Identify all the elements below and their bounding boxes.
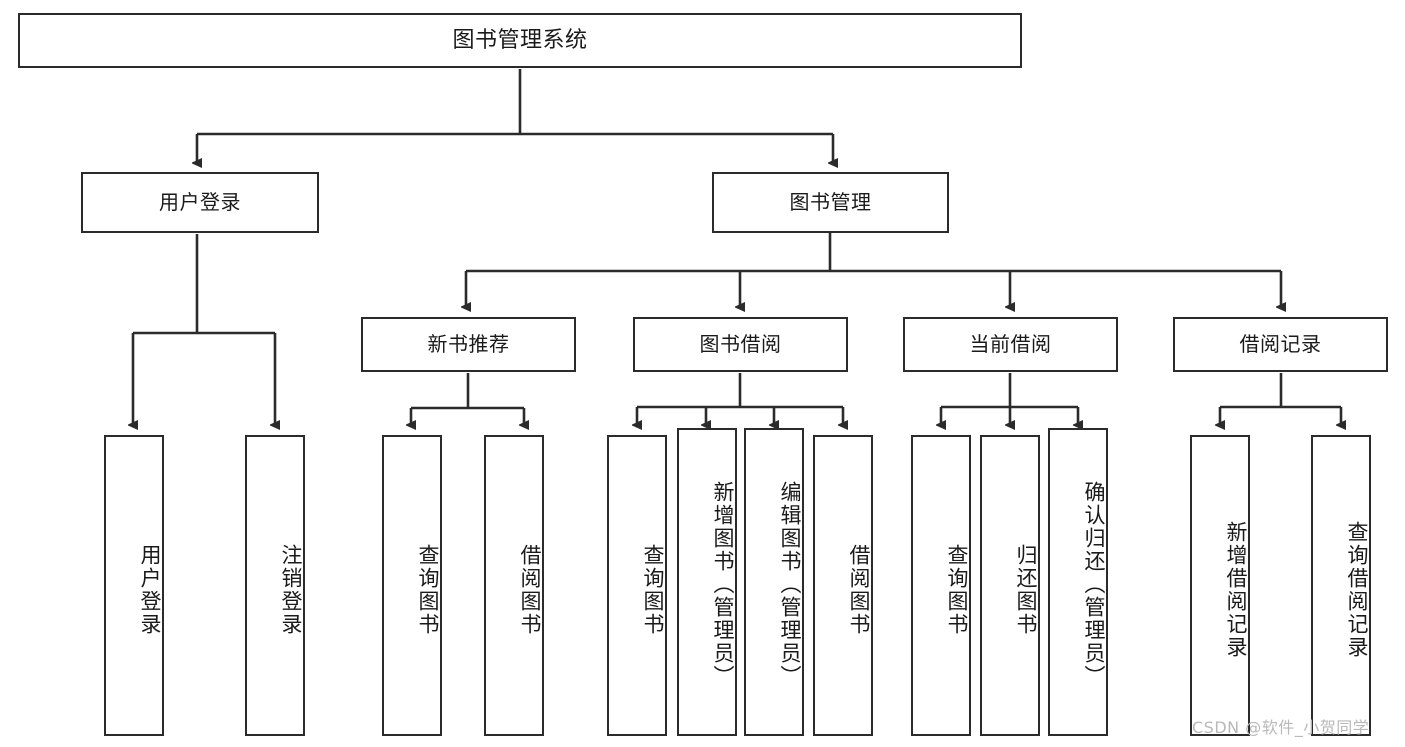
node-book-management[interactable]: 图书管理: [712, 172, 949, 233]
leaf-current-borrow-return[interactable]: 归还图书: [980, 435, 1040, 736]
leaf-current-borrow-query[interactable]: 查询图书: [911, 435, 971, 736]
node-borrow-record[interactable]: 借阅记录: [1173, 317, 1388, 372]
leaf-current-borrow-confirm-return[interactable]: 确认归还（管理员）: [1048, 428, 1108, 736]
leaf-new-book-borrow[interactable]: 借阅图书: [484, 435, 544, 736]
leaf-book-borrow-add[interactable]: 新增图书（管理员）: [677, 428, 737, 736]
node-book-borrow[interactable]: 图书借阅: [633, 317, 848, 372]
leaf-book-borrow-query[interactable]: 查询图书: [607, 435, 667, 736]
leaf-user-login-signin[interactable]: 用户登录: [104, 435, 164, 736]
leaf-new-book-query[interactable]: 查询图书: [382, 435, 442, 736]
leaf-user-login-signout[interactable]: 注销登录: [245, 435, 305, 736]
leaf-borrow-record-query[interactable]: 查询借阅记录: [1311, 435, 1371, 736]
leaf-book-borrow-lend[interactable]: 借阅图书: [813, 435, 873, 736]
node-user-login[interactable]: 用户登录: [81, 172, 319, 233]
csdn-watermark: CSDN @软件_小贺同学: [1192, 718, 1370, 737]
leaf-borrow-record-add[interactable]: 新增借阅记录: [1190, 435, 1250, 736]
node-current-borrow[interactable]: 当前借阅: [903, 317, 1118, 372]
node-new-book-recommend[interactable]: 新书推荐: [361, 317, 576, 372]
node-root[interactable]: 图书管理系统: [18, 13, 1022, 68]
leaf-book-borrow-edit[interactable]: 编辑图书（管理员）: [744, 428, 804, 736]
